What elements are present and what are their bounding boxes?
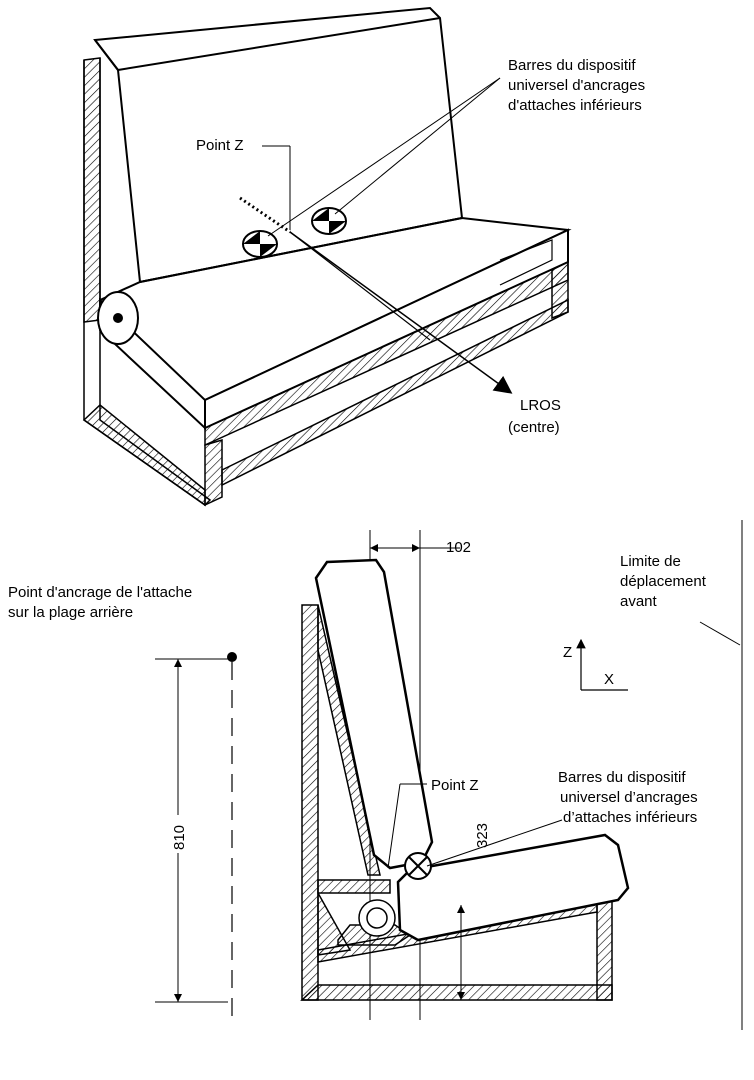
dimension-102: 102 bbox=[446, 539, 471, 556]
side-bars-label-1: Barres du dispositif bbox=[558, 769, 686, 786]
rear-anchor-label-1: Point d'ancrage de l'attache bbox=[8, 584, 192, 601]
limit-label-2: déplacement bbox=[620, 573, 707, 590]
iso-bars-label-2: universel d'ancrages bbox=[508, 77, 645, 94]
side-view: 102 Point Z Barres du dispositif univers bbox=[8, 520, 743, 1030]
axis-indicator: Z X bbox=[563, 638, 628, 691]
limit-label-3: avant bbox=[620, 593, 658, 610]
side-bars-label-2: universel d’ancrages bbox=[560, 789, 698, 806]
lros-arrow bbox=[289, 231, 513, 394]
axis-z-label: Z bbox=[563, 644, 572, 661]
iso-rear-frame bbox=[83, 57, 101, 323]
side-seat-cushion bbox=[396, 833, 630, 942]
iso-base-frame bbox=[82, 404, 206, 507]
side-point-z-label: Point Z bbox=[431, 777, 479, 794]
lros-label-1: LROS bbox=[520, 397, 561, 414]
rear-anchor-label-2: sur la plage arrière bbox=[8, 604, 133, 621]
side-backrest bbox=[314, 558, 434, 870]
dimension-810: 810 bbox=[171, 825, 188, 850]
iso-bar-right bbox=[311, 207, 347, 235]
side-bar-symbol bbox=[404, 852, 432, 880]
iso-point-z-label: Point Z bbox=[196, 137, 244, 154]
isometric-view: Barres du dispositif universel d'ancrage… bbox=[82, 6, 645, 507]
limit-label-1: Limite de bbox=[620, 553, 681, 570]
axis-x-label: X bbox=[604, 671, 614, 688]
side-base-frame bbox=[300, 984, 613, 1001]
lros-label-2: (centre) bbox=[508, 419, 560, 436]
iso-bar-left bbox=[242, 230, 278, 258]
side-rear-frame bbox=[301, 604, 319, 1001]
rear-anchor-point bbox=[227, 652, 237, 662]
iso-bars-label-1: Barres du dispositif bbox=[508, 57, 636, 74]
dimension-323: 323 bbox=[474, 823, 491, 848]
side-bars-label-3: d’attaches inférieurs bbox=[563, 809, 697, 826]
iso-bars-label-3: d'attaches inférieurs bbox=[508, 97, 642, 114]
